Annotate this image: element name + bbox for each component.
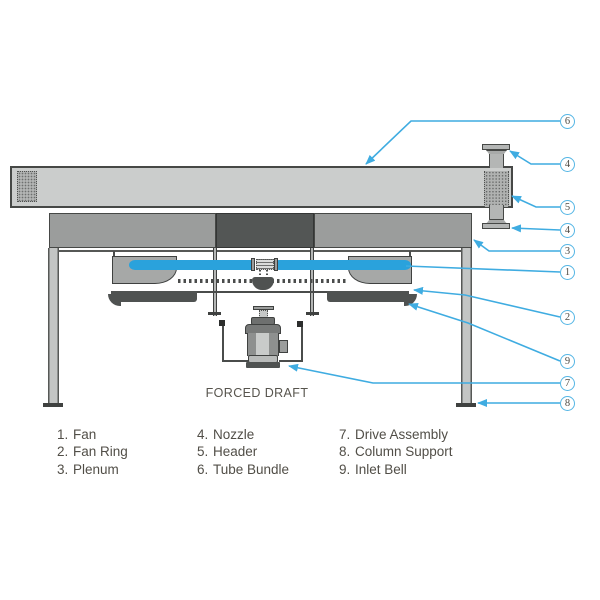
nozzle-bottom-neck <box>489 205 504 220</box>
legend-item-label: Inlet Bell <box>355 461 407 477</box>
legend-item-label: Fan <box>73 427 97 442</box>
callout-line-3 <box>473 239 560 252</box>
callout-line-4-bottom <box>511 224 561 233</box>
motor-bottom-plate <box>246 362 280 368</box>
deck-line <box>196 291 327 293</box>
callout-line-1 <box>405 265 561 273</box>
legend-item-number: 3. <box>57 461 69 477</box>
callout-line-6 <box>365 120 560 165</box>
motor-mount-left <box>219 320 225 326</box>
legend-item-label: Tube Bundle <box>213 461 290 477</box>
legend-item-label: Plenum <box>73 461 119 477</box>
header <box>484 171 509 207</box>
callout-circle-4-bottom: 4 <box>560 223 575 238</box>
legend-column-2: 4. Nozzle 5.Header 6.Tube Bundle <box>197 426 289 478</box>
motor-junction-box <box>279 340 288 353</box>
legend-item-number: 6. <box>197 461 209 477</box>
callout-circle-3: 3 <box>560 244 575 259</box>
motor-mount-right <box>297 321 303 327</box>
legend-item: 5.Header <box>197 443 289 460</box>
legend-item: 7. Drive Assembly <box>339 426 453 443</box>
legend-item: 3.Plenum <box>57 461 128 478</box>
callout-line-4-top <box>509 150 560 165</box>
motor-frame-left-horizontal <box>222 360 248 362</box>
callout-circle-9: 9 <box>560 354 575 369</box>
fan-hub <box>256 259 274 270</box>
motor-shaft-plate <box>253 306 274 310</box>
legend-item-number: 7. <box>339 427 351 442</box>
legend-item-label: Nozzle <box>213 427 255 442</box>
callout-circle-5: 5 <box>560 200 575 215</box>
legend-column-3: 7. Drive Assembly 8.Column Support 9.Inle… <box>339 426 453 478</box>
ring-hanger-right <box>409 251 411 257</box>
callout-circle-4-top: 4 <box>560 157 575 172</box>
callout-circle-1: 1 <box>560 265 575 280</box>
fan-blade-left <box>129 260 253 270</box>
column-support-right <box>461 248 472 404</box>
legend-item-number: 4. <box>197 427 209 442</box>
ring-hanger-left <box>113 251 115 257</box>
nozzle-top-neck <box>489 154 504 168</box>
legend-item: 2.Fan Ring <box>57 443 128 460</box>
legend-item: 4. Nozzle <box>197 426 289 443</box>
motor-frame-left-vertical <box>222 326 224 362</box>
wall-foot-left <box>208 312 221 315</box>
column-support-left <box>48 248 59 404</box>
legend-item: 6.Tube Bundle <box>197 461 289 478</box>
inlet-bell-right <box>327 291 409 302</box>
legend-item: 9.Inlet Bell <box>339 461 453 478</box>
nozzle-bottom-flange <box>482 223 510 229</box>
column-foot-right <box>456 403 476 407</box>
legend-item-number: 1. <box>57 427 69 442</box>
inlet-bell-left <box>111 291 197 302</box>
plenum-center-section <box>216 213 314 248</box>
figure-caption: FORCED DRAFT <box>205 386 309 400</box>
plenum-floor-line <box>59 250 461 252</box>
callout-line-2 <box>413 286 561 318</box>
legend-item-number: 2. <box>57 444 69 460</box>
plenum-left-section <box>49 213 216 248</box>
nozzle-top-flange <box>482 144 510 150</box>
callout-circle-7: 7 <box>560 376 575 391</box>
callout-line-7 <box>288 363 560 384</box>
column-foot-left <box>43 403 63 407</box>
legend-column-1: 1. Fan 2.Fan Ring 3.Plenum <box>57 426 128 478</box>
motor-body <box>247 333 279 356</box>
legend-item-label: Header <box>213 444 258 460</box>
fan-blade-right <box>277 260 411 270</box>
hub-shaft-dotted-right <box>266 270 268 278</box>
legend-item-number: 9. <box>339 461 351 477</box>
callout-circle-8: 8 <box>560 396 575 411</box>
tube-bundle <box>10 166 513 208</box>
callout-line-5 <box>511 195 560 208</box>
legend-item-label: Drive Assembly <box>355 427 449 442</box>
plenum-right-section <box>314 213 472 248</box>
legend-item: 8.Column Support <box>339 443 453 460</box>
fan-hub-plate-left <box>251 258 255 271</box>
motor-frame-right-horizontal <box>279 360 303 362</box>
legend-item: 1. Fan <box>57 426 128 443</box>
tube-bundle-end-plate <box>17 171 37 202</box>
callout-circle-2: 2 <box>560 310 575 325</box>
callout-line-9 <box>408 302 561 362</box>
hub-shaft-dotted-left <box>259 270 261 278</box>
legend-item-number: 5. <box>197 444 209 460</box>
wall-foot-right <box>306 312 319 315</box>
fan-hub-plate-right <box>274 258 278 271</box>
legend-item-number: 8. <box>339 444 351 460</box>
legend-item-label: Column Support <box>355 444 453 460</box>
motor-frame-right-vertical <box>301 327 303 362</box>
gearbox <box>252 277 274 290</box>
legend-item-label: Fan Ring <box>73 444 128 460</box>
callout-circle-6: 6 <box>560 114 575 129</box>
